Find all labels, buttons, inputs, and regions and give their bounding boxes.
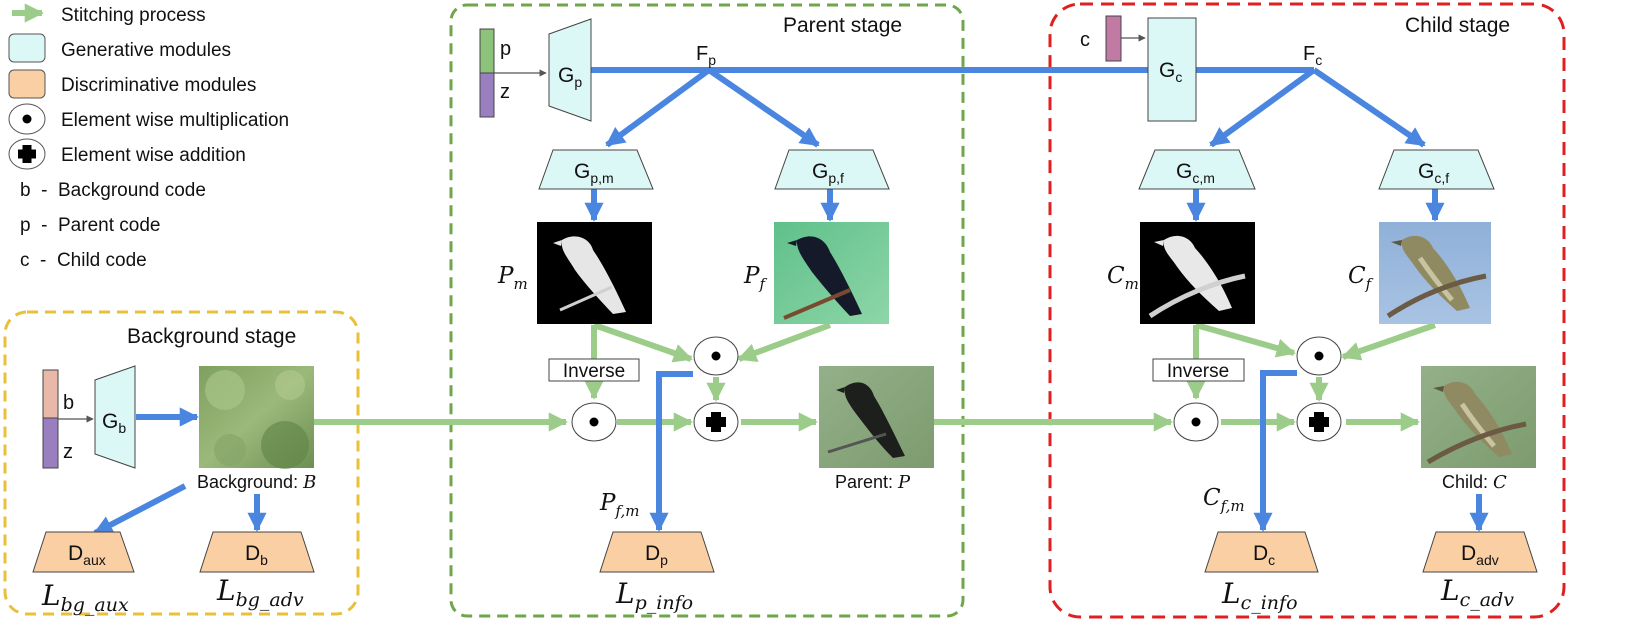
legend-stitching-label: Stitching process [61,5,206,26]
fp-to-gpf-line [707,67,820,148]
gcm-module [1138,149,1256,190]
multiplication-icon [8,103,46,135]
gcf-label: Gc,f [1418,160,1449,186]
fc-to-gcm-line [1209,67,1316,148]
child-stage-title: Child stage [1405,14,1510,37]
pm-label: Pm [497,263,528,293]
bg-to-daux-line [93,483,187,536]
gp-label: Gp [558,64,582,90]
parent-add-icon [693,402,739,442]
gc-label: Gc [1159,59,1182,85]
child-inverse-box [1152,358,1245,382]
legend-c-code: c - Child code [20,250,147,271]
parent-inverse-box [548,358,640,382]
code-p-label: p [500,38,511,60]
gcm-label: Gc,m [1176,160,1215,186]
legend-p-code: p - Parent code [20,215,160,236]
cm-label: Cm [1107,263,1139,293]
background-image [199,366,314,469]
child-inverse-label: Inverse [1167,361,1229,382]
pf-to-mult-line [737,322,832,362]
loss-c-adv: Lc_adv [1440,574,1514,611]
blue-connections [93,67,1489,536]
child-mult-top-icon [1296,336,1342,376]
legend-generative-label: Generative modules [61,40,231,61]
code-b-z-vector [42,369,59,469]
parent-stage-border [449,3,965,618]
code-z-label-parent: z [500,81,510,103]
cf-label: Cf [1348,263,1374,293]
legend-addition-label: Element wise addition [61,145,246,166]
legend-b-code: b - Background code [20,180,206,201]
cf-to-mult-line [1341,322,1436,361]
gcf-module [1378,149,1495,190]
parent-image-label: Parent: P [835,472,911,493]
legend-multiplication-label: Element wise multiplication [61,110,289,131]
code-z-label-bg: z [63,441,73,463]
code-b-label: b [63,392,74,414]
cf-foreground-image [1379,222,1491,324]
gc-module [1147,17,1197,122]
pfm-to-dp-line [649,371,693,532]
dp-module [599,531,715,573]
discriminative-swatch-icon [8,69,46,99]
parent-inverse-label: Inverse [563,361,625,382]
db-label: Db [245,542,268,568]
gpf-label: Gp,f [812,160,844,186]
daux-module [32,531,135,573]
pf-foreground-image [774,222,889,324]
code-c-label: c [1080,29,1090,51]
code-c-vector [1105,15,1122,62]
gb-module [94,365,136,469]
dp-label: Dp [645,542,668,568]
child-image-label: Child: C [1442,472,1507,493]
fp-to-gpm-line [605,67,711,148]
gb-label: Gb [102,410,126,436]
gpm-label: Gp,m [574,160,614,186]
db-module [199,531,315,573]
fc-label: Fc [1303,43,1322,68]
fp-label: Fp [696,43,716,68]
pm-mask-image [537,222,652,324]
loss-bg-aux: Lbg_aux [41,579,129,616]
loss-c-info: Lc_info [1221,577,1298,614]
fc-to-gcf-line [1312,67,1426,148]
child-stage-border [1048,2,1566,619]
dc-label: Dc [1253,542,1275,568]
gpf-module [774,149,890,190]
child-image [1421,366,1536,468]
pm-to-mult-line [593,322,693,363]
legend: Stitching process Generative modules Dis… [8,3,289,271]
daux-label: Daux [68,542,106,568]
child-add-icon [1296,402,1342,442]
legend-discriminative-label: Discriminative modules [61,75,256,96]
parent-mult-top-icon [693,336,739,376]
code-p-z-vector [479,28,495,118]
parent-stage-title: Parent stage [783,14,902,37]
child-mult-inverse-icon [1173,402,1219,442]
parent-image [819,366,934,468]
dadv-module [1422,531,1538,573]
pf-label: Pf [743,263,767,293]
pfm-label: Pf,m [599,490,640,520]
parent-mult-inverse-icon [571,402,617,442]
gp-module [548,18,592,122]
cm-to-mult-line [1195,322,1296,358]
loss-bg-adv: Lbg_adv [216,574,304,611]
gpm-module [538,149,654,190]
loss-p-info: Lp_info [615,577,693,614]
background-stage-border [3,310,360,616]
dc-module [1204,531,1319,573]
dadv-label: Dadv [1461,542,1499,568]
cm-mask-image [1140,222,1255,324]
generative-swatch-icon [8,33,46,63]
addition-icon [8,138,46,170]
cfm-label: Cf,m [1203,485,1245,515]
background-image-label: Background: B [197,472,316,493]
background-stage-title: Background stage [127,325,296,348]
cfm-to-dc-line [1253,370,1297,532]
